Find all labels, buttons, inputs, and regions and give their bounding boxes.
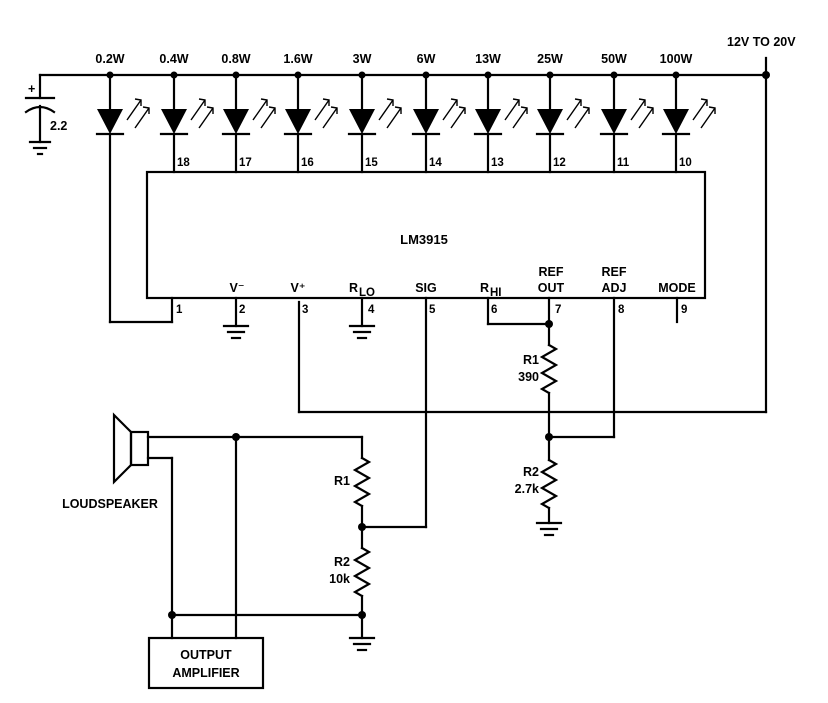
pin-7-number: 7	[555, 304, 561, 316]
led-pin-13: 13	[491, 157, 504, 169]
led-7	[535, 71, 590, 174]
pin-3-number: 3	[302, 304, 308, 316]
pin-4-ground-icon	[348, 296, 376, 340]
led-pin-15: 15	[365, 157, 378, 169]
div-r2-name: R2	[334, 555, 350, 569]
chip-name: LM3915	[400, 232, 448, 247]
speaker-wiring	[146, 433, 364, 640]
pin-2-number: 2	[239, 304, 245, 316]
led-3	[283, 71, 338, 174]
svg-text:R: R	[349, 281, 358, 295]
capacitor	[24, 73, 56, 156]
svg-text:OUT: OUT	[538, 281, 565, 295]
pin-8-label: REF ADJ	[601, 265, 626, 295]
ref-r2-resistor	[539, 458, 559, 525]
svg-text:LO: LO	[359, 287, 375, 299]
supply-voltage-label: 12V TO 20V	[727, 35, 796, 49]
led-6	[473, 71, 528, 174]
div-r2-resistor	[352, 546, 372, 640]
pin-5-label: SIG	[415, 281, 437, 295]
pin-8-number: 8	[618, 304, 625, 316]
ref-r1-resistor	[539, 343, 559, 462]
ref-r2-name: R2	[523, 465, 539, 479]
led-5	[411, 71, 466, 174]
amplifier-label-line2: AMPLIFIER	[172, 666, 239, 680]
led-1	[159, 71, 214, 174]
ref-ground-icon	[535, 521, 563, 537]
pin-4-number: 4	[368, 304, 375, 316]
led-1-power: 0.4W	[159, 52, 188, 66]
led-pin-16: 16	[301, 157, 314, 169]
pin-6-number: 6	[491, 304, 497, 316]
led-2-power: 0.8W	[221, 52, 250, 66]
led-pin-10: 10	[679, 157, 692, 169]
led-6-power: 13W	[475, 52, 501, 66]
pin-2-ground-icon	[222, 296, 250, 340]
led-7-power: 25W	[537, 52, 563, 66]
pin-5-number: 5	[429, 304, 436, 316]
led-pin-12: 12	[553, 157, 566, 169]
led-5-power: 6W	[417, 52, 436, 66]
div-r1-resistor	[352, 456, 372, 550]
pin-2-label: V⁻	[230, 281, 245, 295]
pin-7-label: REF OUT	[538, 265, 565, 295]
output-amplifier-box	[147, 636, 265, 690]
pin-9-number: 9	[681, 304, 687, 316]
led-4	[347, 71, 402, 174]
led-9	[661, 71, 716, 174]
led-3-power: 1.6W	[283, 52, 312, 66]
rhi-refout-wire	[486, 296, 553, 347]
led-8-power: 50W	[601, 52, 627, 66]
pin-6-label: R HI	[480, 281, 502, 299]
pin-3-label: V⁺	[291, 281, 306, 295]
led-2	[221, 71, 276, 174]
pin-9-label: MODE	[658, 281, 696, 295]
div-r2-value: 10k	[329, 572, 350, 586]
svg-text:REF: REF	[539, 265, 564, 279]
led-0	[95, 71, 150, 324]
div-r1-name: R1	[334, 474, 350, 488]
loudspeaker-label: LOUDSPEAKER	[62, 497, 158, 511]
led-9-power: 100W	[660, 52, 693, 66]
svg-text:REF: REF	[602, 265, 627, 279]
led-pin-18: 18	[177, 157, 190, 169]
svg-text:R: R	[480, 281, 489, 295]
led-pin-14: 14	[429, 157, 442, 169]
refadj-wire	[545, 296, 616, 441]
amplifier-label-line1: OUTPUT	[180, 648, 232, 662]
supply-rail	[38, 56, 770, 414]
ref-r1-name: R1	[523, 353, 539, 367]
led-8	[599, 71, 654, 174]
ref-r1-value: 390	[518, 370, 539, 384]
ref-r2-value: 2.7k	[515, 482, 539, 496]
loudspeaker-icon	[112, 412, 150, 485]
pin-1-number: 1	[176, 304, 183, 316]
led-4-power: 3W	[353, 52, 372, 66]
capacitor-value: 2.2	[50, 119, 67, 133]
led-pin-11: 11	[617, 157, 630, 169]
pin-4-label: R LO	[349, 281, 375, 299]
led-0-power: 0.2W	[95, 52, 124, 66]
sig-wire	[360, 296, 428, 529]
pin-1-wire	[108, 296, 174, 324]
svg-text:HI: HI	[490, 287, 502, 299]
led-pin-17: 17	[239, 157, 252, 169]
svg-text:ADJ: ADJ	[601, 281, 626, 295]
divider-ground-icon	[348, 636, 376, 652]
capacitor-polarity: +	[28, 82, 35, 96]
